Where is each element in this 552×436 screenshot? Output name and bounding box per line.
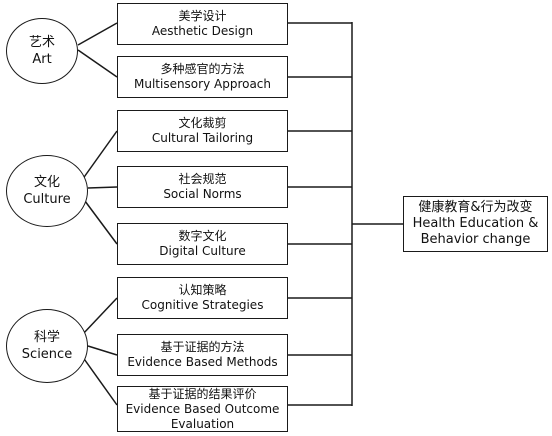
box-label-zh: 社会规范 [178, 172, 227, 186]
category-science-en: Science [21, 347, 73, 362]
category-art-zh: 艺术 [28, 35, 55, 50]
connector-science-cognitive [81, 297, 118, 336]
connector-culture-tailoring [81, 130, 118, 181]
box-label-en: Cultural Tailoring [151, 131, 254, 145]
connector-culture-digital [81, 196, 118, 245]
target-label-en: Health Education & [412, 216, 539, 231]
box-label-en: Multisensory Approach [133, 77, 272, 91]
box-label-en: Evidence Based Outcome [125, 401, 280, 416]
category-art: 艺术 Art [6, 18, 78, 84]
box-label-zh: 认知策略 [178, 283, 227, 297]
box-aesthetic-design: 美学设计 Aesthetic Design [117, 3, 288, 45]
box-multisensory-approach: 多种感官的方法 Multisensory Approach [117, 56, 288, 98]
target-label-zh: 健康教育&行为改变 [418, 200, 533, 215]
box-label-zh: 文化裁剪 [178, 116, 227, 130]
box-label-en: Evidence Based Methods [127, 355, 278, 369]
category-culture: 文化 Culture [6, 155, 88, 227]
box-label-en: Social Norms [163, 187, 242, 201]
category-science-zh: 科学 [33, 330, 60, 345]
category-science: 科学 Science [6, 309, 88, 383]
box-label-zh: 美学设计 [178, 9, 227, 23]
category-culture-en: Culture [23, 192, 71, 207]
box-cultural-tailoring: 文化裁剪 Cultural Tailoring [117, 110, 288, 152]
category-culture-zh: 文化 [33, 175, 60, 190]
connector-science-methods [87, 345, 118, 356]
connector-science-evaluation [81, 355, 118, 406]
box-cognitive-strategies: 认知策略 Cognitive Strategies [117, 277, 288, 319]
box-label-zh: 数字文化 [178, 229, 227, 243]
box-social-norms: 社会规范 Social Norms [117, 166, 288, 208]
box-label-en: Digital Culture [159, 244, 246, 258]
box-evidence-based-methods: 基于证据的方法 Evidence Based Methods [117, 334, 288, 376]
box-label-en: Aesthetic Design [151, 24, 254, 38]
box-label-zh: 多种感官的方法 [160, 62, 245, 76]
box-label-en: Cognitive Strategies [141, 298, 264, 312]
box-evidence-based-outcome-evaluation: 基于证据的结果评价 Evidence Based Outcome Evaluat… [117, 386, 288, 432]
box-label-zh: 基于证据的结果评价 [148, 386, 257, 401]
box-label-en-line2: Evaluation [170, 416, 235, 431]
connector-culture-norms [87, 186, 118, 189]
connector-art-multisensory [77, 49, 118, 78]
box-health-education-behavior-change: 健康教育&行为改变 Health Education & Behavior ch… [403, 196, 548, 252]
connector-art-aesthetic [77, 22, 118, 46]
box-label-zh: 基于证据的方法 [160, 340, 245, 354]
box-digital-culture: 数字文化 Digital Culture [117, 223, 288, 265]
category-art-en: Art [32, 52, 52, 67]
target-label-en-line2: Behavior change [420, 232, 531, 247]
